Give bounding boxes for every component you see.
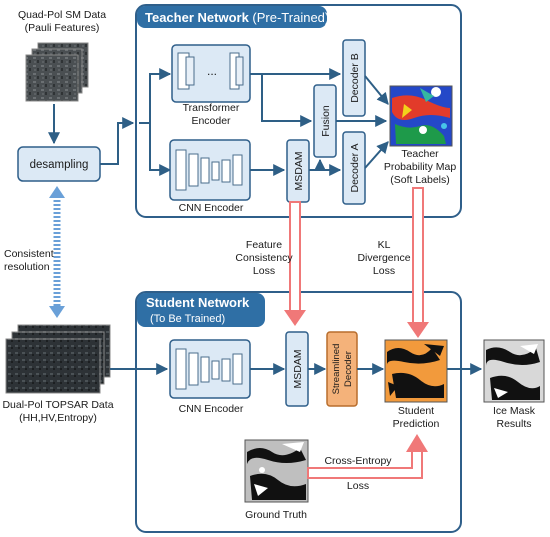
transformer-ellipsis: ...	[207, 64, 217, 78]
student-cnn-label: CNN Encoder	[179, 403, 244, 415]
feature-consistency-arrow	[284, 201, 306, 326]
dual-pol-label-2: (HH,HV,Entropy)	[19, 412, 97, 424]
kl-loss-label-2: Divergence	[357, 252, 410, 264]
prob-map-label-1: Teacher	[401, 148, 439, 160]
consistent-resolution-arrow	[49, 186, 65, 318]
student-prediction-label-1: Student	[398, 405, 434, 417]
transformer-label-2: Encoder	[191, 115, 231, 127]
kl-loss-label-3: Loss	[373, 265, 395, 277]
feature-loss-label-2: Consistency	[235, 252, 293, 264]
cross-entropy-label-1: Cross-Entropy	[324, 455, 392, 467]
fusion-label: Fusion	[320, 105, 332, 137]
quad-pol-label-1: Quad-Pol SM Data	[18, 9, 106, 21]
streamlined-decoder-label-2: Decoder	[343, 351, 354, 387]
kl-loss-label-1: KL	[378, 239, 391, 251]
student-prediction-label-2: Prediction	[393, 418, 440, 430]
feature-loss-label-1: Feature	[246, 239, 282, 251]
ground-truth-image	[244, 439, 309, 503]
consistent-label-2: resolution	[4, 261, 50, 273]
feature-loss-label-3: Loss	[253, 265, 275, 277]
consistent-label-1: Consistent	[4, 248, 54, 260]
kl-divergence-arrow	[407, 187, 429, 338]
quad-pol-label-2: (Pauli Features)	[25, 22, 100, 34]
transformer-encoder-block: ...	[171, 44, 251, 103]
ice-mask-label-1: Ice Mask	[493, 405, 536, 417]
prob-map-label-3: (Soft Labels)	[390, 174, 450, 186]
decoder-b-block	[342, 39, 366, 117]
teacher-header	[137, 6, 327, 28]
cross-entropy-label-2: Loss	[347, 480, 369, 492]
student-subtitle: (To Be Trained)	[150, 313, 225, 325]
student-prediction-map	[384, 339, 448, 403]
svg-text:Teacher Network (Pre-Tra: Teacher Network (Pre-Trained)	[145, 10, 329, 25]
ice-mask-results	[483, 339, 545, 403]
teacher-subtitle: (Pre-Trained)	[252, 10, 329, 25]
transformer-label-1: Transformer	[183, 102, 240, 114]
student-cnn-encoder-block	[169, 339, 251, 399]
streamlined-decoder-label-1: Streamlined	[331, 344, 342, 395]
student-header	[137, 293, 265, 327]
desampling-label: desampling	[30, 159, 89, 171]
decoder-b-label: Decoder B	[349, 53, 361, 103]
prob-map-label-2: Probability Map	[384, 161, 457, 173]
dual-pol-image-stack	[5, 324, 111, 394]
student-msdam-label: MSDAM	[292, 349, 304, 388]
ice-mask-label-2: Results	[496, 418, 531, 430]
teacher-cnn-encoder-block	[169, 139, 251, 201]
decoder-a-label: Decoder A	[349, 143, 361, 192]
teacher-cnn-label: CNN Encoder	[179, 202, 244, 214]
dual-pol-label-1: Dual-Pol TOPSAR Data	[2, 399, 113, 411]
cross-entropy-arrow	[307, 434, 428, 479]
teacher-probability-map	[389, 85, 453, 147]
quad-pol-image-stack	[25, 42, 89, 102]
teacher-title: Teacher Network	[145, 10, 250, 25]
teacher-msdam-label: MSDAM	[293, 151, 305, 190]
ground-truth-label: Ground Truth	[245, 509, 307, 521]
student-title: Student Network	[146, 295, 250, 310]
